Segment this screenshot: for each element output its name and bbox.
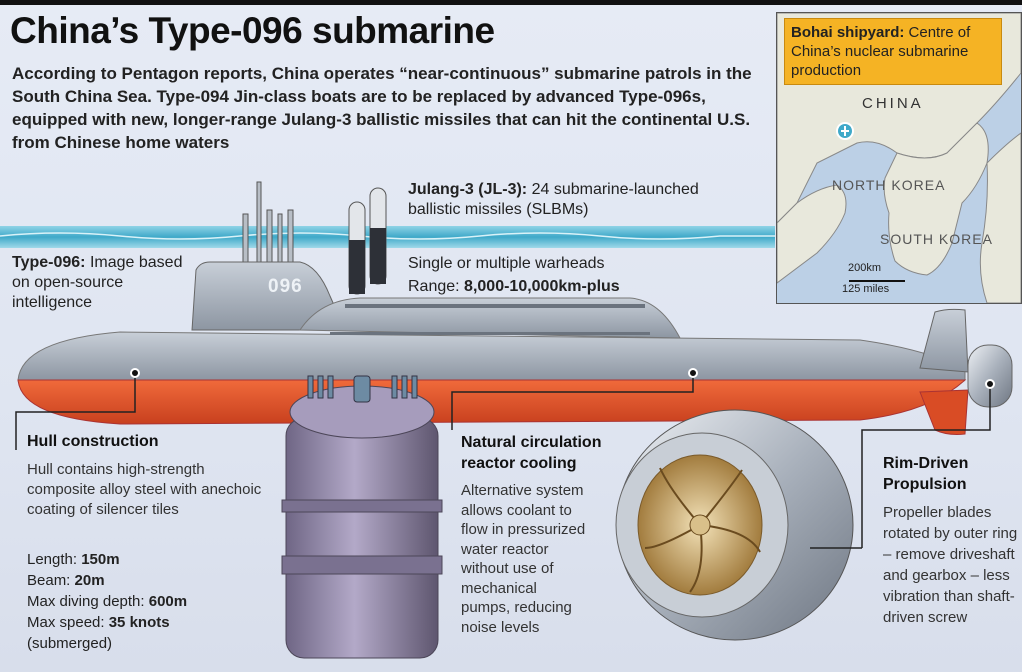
spec-row: Max diving depth: 600m [27, 591, 267, 612]
spec-value: 600m [148, 593, 188, 610]
jl3-missiles [348, 187, 387, 295]
page-title: China’s Type-096 submarine [10, 10, 495, 51]
range-value: 8,000-10,000km-plus [464, 278, 620, 295]
reactor-vessel [281, 375, 443, 659]
scale-km: 200km [848, 262, 882, 274]
spec-row: Beam: 20m [27, 570, 267, 591]
bohai-callout: Bohai shipyard: Centre of China’s nuclea… [784, 18, 1002, 85]
hull-specs: Length: 150m Beam: 20m Max diving depth:… [27, 549, 267, 654]
warheads-text: Single or multiple warheads [408, 255, 605, 272]
spec-label: Max diving depth: [27, 593, 145, 610]
spec-label: Length: [27, 551, 78, 568]
type-096-name: Type-096: [12, 254, 86, 271]
reactor-heading-2: reactor cooling [461, 455, 577, 472]
spec-row: Length: 150m [27, 549, 267, 570]
spec-value: 150m [81, 551, 120, 568]
type-096-label: Type-096: Image based on open-source int… [12, 253, 190, 313]
jl3-desc: 24 submarine-launched ballistic missiles… [408, 181, 699, 218]
type-096-desc: Image based on open-source intelligence [12, 254, 183, 311]
spec-row: Max speed: 35 knots [27, 612, 267, 633]
reactor-heading-1: Natural circulation [461, 434, 602, 451]
map-label-south-korea: SOUTH KOREA [880, 231, 993, 247]
spec-value: 35 knots [108, 614, 170, 631]
hull-upper [17, 331, 966, 381]
reactor-desc: Alternative system allows coolant to flo… [461, 482, 586, 636]
range-text: Range: 8,000-10,000km-plus [408, 277, 708, 297]
hull-desc: Hull contains high-strength composite al… [27, 461, 262, 518]
scale-miles: 125 miles [842, 283, 890, 295]
jl3-label: Julang-3 (JL-3): 24 submarine-launched b… [408, 180, 733, 220]
hull-number: 096 [268, 276, 303, 297]
callout-title: Bohai shipyard: [791, 24, 905, 41]
spec-note: (submerged) [27, 635, 113, 652]
spec-label: Max speed: [27, 614, 105, 631]
jl3-name: Julang-3 (JL-3): [408, 181, 528, 198]
rim-driven-propeller [615, 409, 854, 641]
map-label-china: CHINA [862, 95, 924, 112]
propulsion-desc: Propeller blades rotated by outer ring –… [883, 504, 1018, 626]
spec-value: 20m [74, 572, 105, 589]
hull-heading: Hull construction [27, 433, 159, 450]
top-rule [0, 0, 1022, 5]
propulsion-heading-1: Rim-Driven [883, 455, 969, 472]
hull-lower [17, 379, 967, 425]
callout-text: Centre of China’s nuclear submarine prod… [791, 24, 971, 79]
sea-surface [0, 226, 775, 248]
spec-label: Beam: [27, 572, 71, 589]
propulsion-heading-2: Propulsion [883, 476, 967, 493]
sail-masts [242, 181, 294, 265]
map-label-north-korea: NORTH KOREA [832, 177, 946, 193]
sail [191, 261, 346, 331]
range-label: Range: [408, 278, 460, 295]
intro-text: According to Pentagon reports, China ope… [12, 64, 752, 152]
